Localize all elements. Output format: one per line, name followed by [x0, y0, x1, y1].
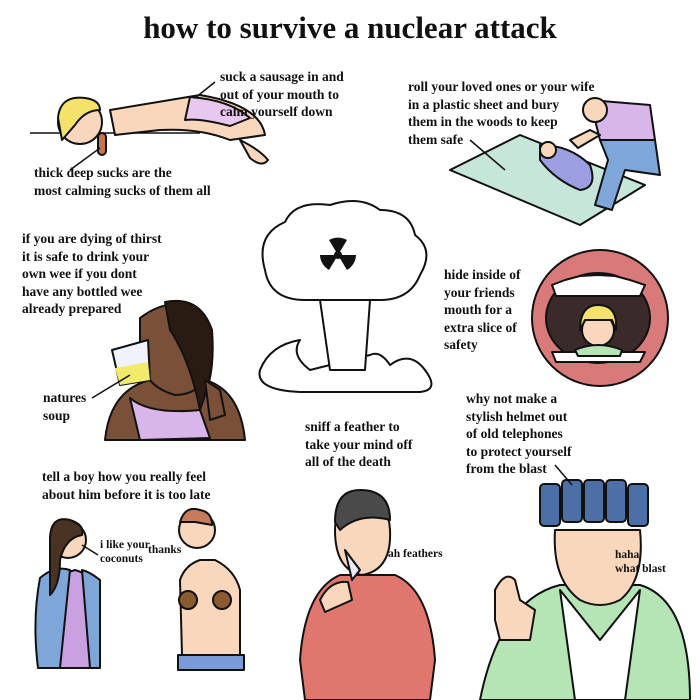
- sausage-woman: [30, 94, 269, 165]
- caption-ah-feathers: ah feathers: [388, 548, 443, 560]
- feather-man: [299, 489, 436, 700]
- caption-deep-sucks: thick deep sucks are the most calming su…: [34, 165, 211, 198]
- sheet-burial: [449, 97, 661, 226]
- caption-helmet: why not make a stylish helmet out of old…: [466, 391, 572, 476]
- caption-haha: haha what blast: [615, 549, 666, 575]
- giant-mouth: [531, 249, 669, 387]
- caption-thirst: if you are dying of thirst it is safe to…: [22, 231, 162, 316]
- telephone-helmet-man: [479, 479, 691, 700]
- coconut-boy: [177, 507, 245, 671]
- caption-mouth: hide inside of your friends mouth for a …: [444, 267, 521, 352]
- caption-feather: sniff a feather to take your mind off al…: [305, 419, 413, 469]
- caption-thanks: thanks: [148, 544, 182, 556]
- page-title: how to survive a nuclear attack: [143, 10, 557, 45]
- caption-plastic-sheet: roll your loved ones or your wife in a p…: [408, 79, 595, 147]
- drinking-woman: [104, 299, 246, 441]
- caption-tell-boy: tell a boy how you really feel about him…: [42, 469, 211, 502]
- caption-sausage: suck a sausage in and out of your mouth …: [220, 69, 344, 119]
- radiation-icon: [320, 237, 356, 270]
- caption-coconuts: i like your coconuts: [100, 539, 150, 565]
- mushroom-cloud: [258, 200, 433, 393]
- caption-natures-soup: natures soup: [43, 390, 87, 423]
- coconut-girl: [34, 518, 101, 669]
